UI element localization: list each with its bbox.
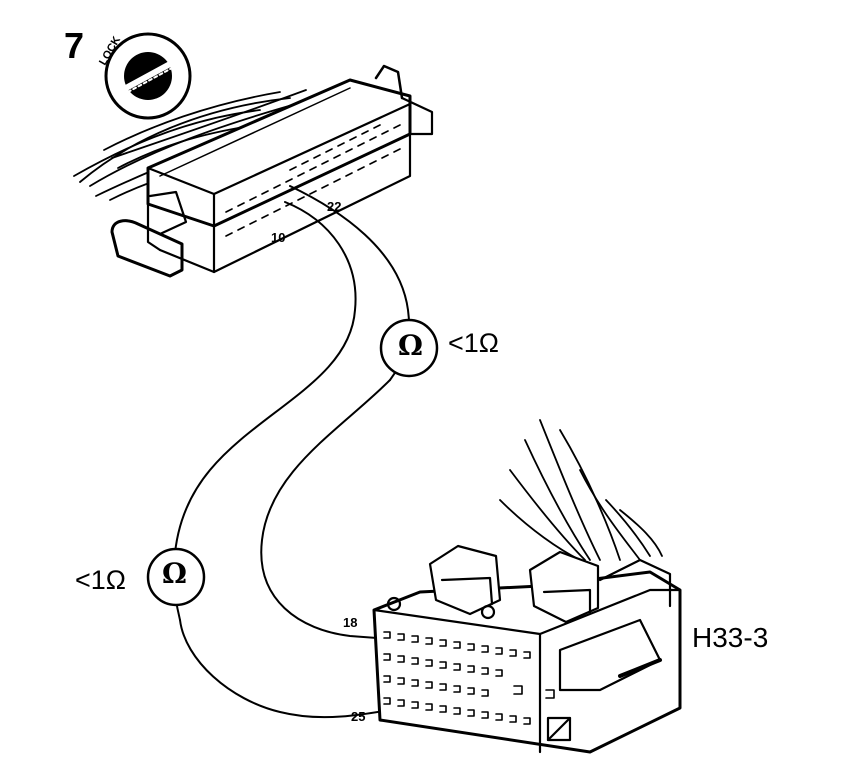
lower-harness-wires [499,419,663,561]
upper-pin-label: 10 [271,230,286,245]
ohm-symbol: Ω [162,557,187,590]
lower-pin-label: 25 [351,709,366,724]
ohmmeter-icon [146,547,206,607]
resistance-reading: <1Ω [448,328,499,358]
connector-name: H33-3 [692,622,769,653]
upper-pin-label: 22 [327,199,342,214]
upper-connector [110,64,434,278]
ohm-symbol: Ω [398,329,423,362]
ignition-lock-icon [104,32,192,120]
lower-contacts [383,631,555,725]
ohmmeter-icon [379,318,439,378]
step-number: 7 [64,25,85,66]
lower-pin-label: 18 [343,615,358,630]
resistance-reading: <1Ω [75,565,126,595]
lower-connector [372,544,682,754]
